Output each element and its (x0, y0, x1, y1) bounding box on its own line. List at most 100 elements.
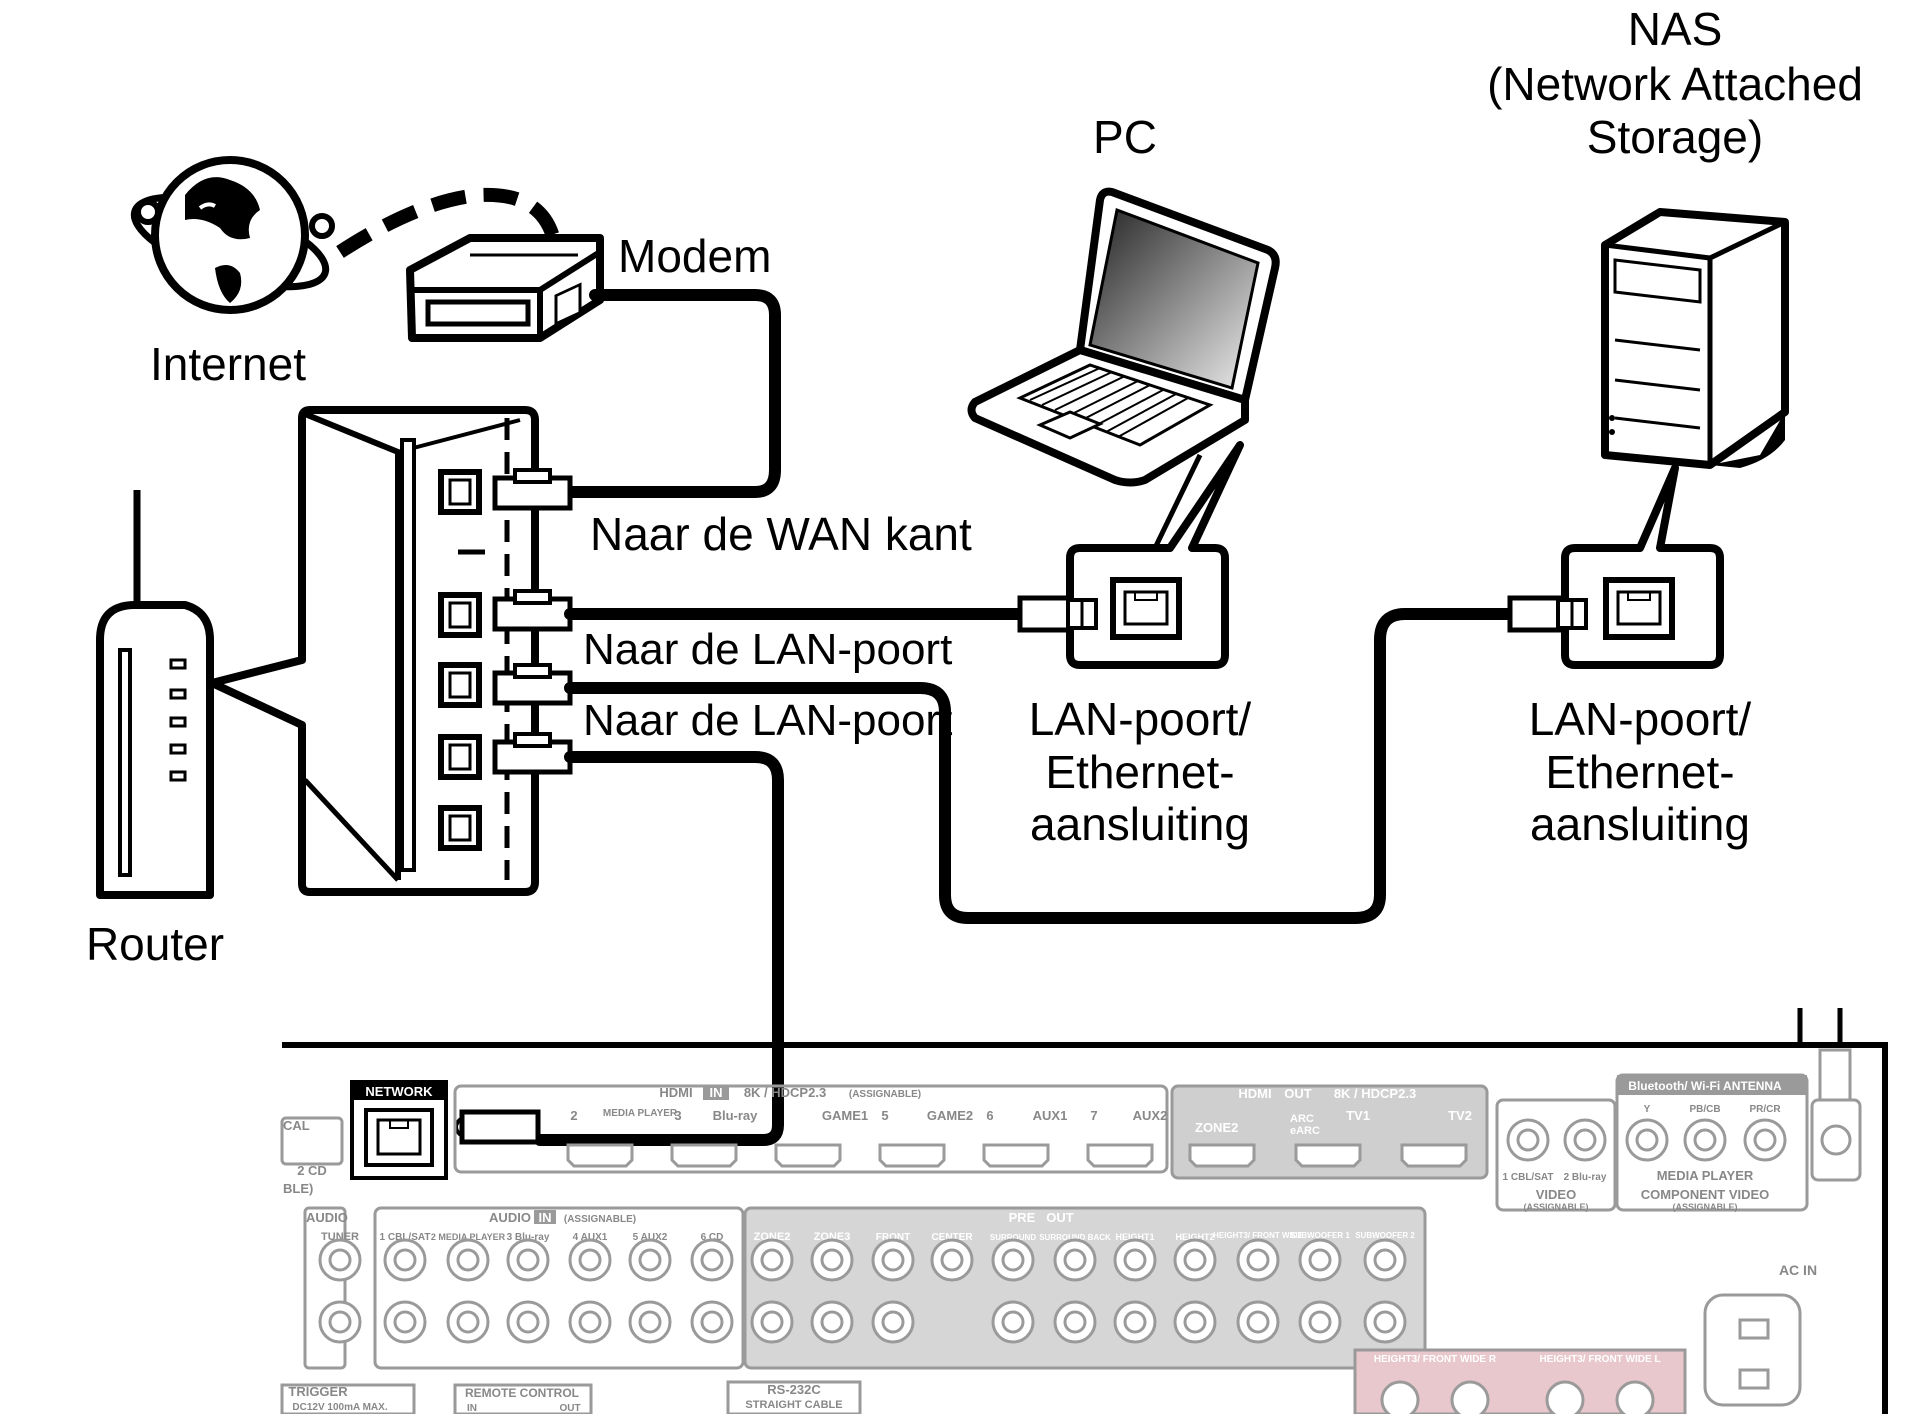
svg-text:6: 6 (986, 1108, 993, 1123)
svg-text:Bluetooth/ Wi-Fi ANTENNA: Bluetooth/ Wi-Fi ANTENNA (1628, 1079, 1782, 1093)
router-port-callout (208, 406, 573, 896)
internet-globe-icon (130, 156, 335, 314)
svg-text:(ASSIGNABLE): (ASSIGNABLE) (1673, 1202, 1738, 1212)
svg-text:GAME1: GAME1 (822, 1108, 868, 1123)
svg-text:OUT: OUT (1046, 1210, 1074, 1225)
nas-cable (564, 608, 1516, 924)
svg-text:5 AUX2: 5 AUX2 (633, 1232, 668, 1243)
pre-out-col-labels: ZONE2 ZONE3 FRONT CENTER SURROUND SURROU… (754, 1231, 1416, 1243)
svg-text:IN: IN (467, 1403, 477, 1414)
svg-text:HDMI: HDMI (1238, 1086, 1271, 1101)
lan-plug-receiver (492, 732, 573, 775)
svg-text:eARC: eARC (1290, 1125, 1320, 1137)
nas-label-2: (Network Attached (1487, 58, 1863, 110)
svg-text:HDMI: HDMI (659, 1085, 692, 1100)
pc-plug (1017, 595, 1098, 633)
svg-text:AUDIO: AUDIO (489, 1210, 531, 1225)
svg-text:2: 2 (570, 1108, 577, 1123)
receiver-rear-panel: NETWORK CAL 2 CD BLE) HDMI IN 8K / HDCP2… (280, 1008, 1888, 1414)
laptop-icon (967, 187, 1280, 487)
svg-text:OUT: OUT (1284, 1086, 1312, 1101)
svg-text:GAME2: GAME2 (927, 1108, 973, 1123)
svg-text:ZONE2: ZONE2 (754, 1231, 791, 1243)
nas-port-callout (1561, 464, 1724, 669)
svg-text:2 MEDIA PLAYER: 2 MEDIA PLAYER (431, 1232, 506, 1242)
pc-port-label-2: Ethernet- (1045, 746, 1234, 798)
svg-text:OUT: OUT (559, 1403, 580, 1414)
svg-text:AUX1: AUX1 (1033, 1108, 1068, 1123)
svg-text:FRONT: FRONT (876, 1232, 910, 1243)
receiver-plug (454, 1109, 541, 1145)
svg-text:(ASSIGNABLE): (ASSIGNABLE) (1524, 1202, 1589, 1212)
svg-text:IN: IN (539, 1210, 552, 1225)
modem-icon (406, 234, 604, 342)
svg-text:AUDIO: AUDIO (306, 1210, 348, 1225)
svg-text:1 CBL/SAT: 1 CBL/SAT (1503, 1172, 1554, 1183)
lan-label-1: Naar de LAN-poort (583, 625, 952, 674)
pc-port-label-3: aansluiting (1030, 798, 1250, 850)
svg-text:STRAIGHT CABLE: STRAIGHT CABLE (745, 1399, 842, 1411)
nas-icon (1601, 208, 1789, 469)
nas-port-label-2: Ethernet- (1545, 746, 1734, 798)
svg-text:3: 3 (674, 1108, 681, 1123)
pc-port-callout (1066, 441, 1244, 669)
svg-text:HEIGHT3/ FRONT WIDE: HEIGHT3/ FRONT WIDE (1213, 1231, 1303, 1240)
svg-text:ZONE2: ZONE2 (1195, 1120, 1238, 1135)
svg-text:SURROUND: SURROUND (990, 1233, 1036, 1242)
svg-text:TV2: TV2 (1448, 1108, 1472, 1123)
router-lan-port-1 (438, 592, 482, 638)
svg-text:HEIGHT2: HEIGHT2 (1175, 1232, 1214, 1242)
svg-text:(ASSIGNABLE): (ASSIGNABLE) (849, 1089, 921, 1100)
lan-plug-pc (492, 589, 573, 632)
pc-port-label-1: LAN-poort/ (1029, 693, 1252, 745)
svg-text:Blu-ray: Blu-ray (713, 1108, 759, 1123)
svg-text:(ASSIGNABLE): (ASSIGNABLE) (564, 1214, 636, 1225)
svg-text:HEIGHT1: HEIGHT1 (1115, 1232, 1154, 1242)
svg-text:1 CBL/SAT: 1 CBL/SAT (380, 1232, 431, 1243)
svg-text:ZONE3: ZONE3 (814, 1231, 851, 1243)
svg-text:VIDEO: VIDEO (1536, 1187, 1576, 1202)
svg-text:CENTER: CENTER (931, 1232, 973, 1243)
svg-text:8K / HDCP2.3: 8K / HDCP2.3 (744, 1085, 826, 1100)
lan-plug-nas (492, 663, 573, 706)
receiver-cable (534, 751, 784, 1146)
svg-text:HEIGHT3/ FRONT WIDE L: HEIGHT3/ FRONT WIDE L (1539, 1354, 1660, 1365)
svg-text:6 CD: 6 CD (701, 1232, 724, 1243)
svg-text:SUBWOOFER 2: SUBWOOFER 2 (1355, 1231, 1415, 1240)
svg-text:PR/CR: PR/CR (1749, 1104, 1781, 1115)
modem-label: Modem (618, 230, 771, 282)
svg-text:7: 7 (1090, 1108, 1097, 1123)
nas-port-label-1: LAN-poort/ (1529, 693, 1752, 745)
router-wan-port (438, 469, 482, 515)
svg-text:5: 5 (881, 1108, 888, 1123)
nas-label-3: Storage) (1587, 111, 1763, 163)
wan-label: Naar de WAN kant (590, 508, 972, 560)
nas-plug (1507, 595, 1588, 633)
svg-text:SUBWOOFER 1: SUBWOOFER 1 (1290, 1231, 1350, 1240)
svg-text:MEDIA PLAYER: MEDIA PLAYER (603, 1108, 678, 1119)
svg-text:MEDIA PLAYER: MEDIA PLAYER (1657, 1168, 1754, 1183)
svg-text:2 CD: 2 CD (297, 1163, 327, 1178)
wan-plug (492, 468, 573, 511)
audio-in-col-labels: TUNER 1 CBL/SAT 2 MEDIA PLAYER 3 Blu-ray… (321, 1231, 723, 1243)
svg-text:ARC: ARC (1290, 1113, 1314, 1125)
svg-text:Y: Y (1644, 1104, 1651, 1115)
wan-cable (559, 289, 781, 498)
svg-text:TV1: TV1 (1346, 1108, 1370, 1123)
svg-text:TUNER: TUNER (321, 1231, 359, 1243)
svg-text:DC12V 100mA MAX.: DC12V 100mA MAX. (292, 1402, 387, 1413)
svg-text:4 AUX1: 4 AUX1 (573, 1232, 608, 1243)
hdmi-in-port-labels: 2 MEDIA PLAYER 3 Blu-ray GAME1 5 GAME2 6… (570, 1108, 1167, 1123)
svg-text:8K / HDCP2.3: 8K / HDCP2.3 (1334, 1086, 1416, 1101)
nas-label-1: NAS (1628, 3, 1723, 55)
svg-text:PB/CB: PB/CB (1689, 1104, 1720, 1115)
svg-text:TRIGGER: TRIGGER (288, 1384, 348, 1399)
svg-text:HEIGHT3/ FRONT WIDE R: HEIGHT3/ FRONT WIDE R (1374, 1354, 1497, 1365)
router-icon (96, 490, 214, 899)
svg-text:SURROUND BACK: SURROUND BACK (1039, 1233, 1111, 1242)
router-label: Router (86, 918, 224, 970)
svg-text:PRE: PRE (1009, 1210, 1036, 1225)
lan-label-2: Naar de LAN-poort (583, 696, 952, 745)
wireless-link (336, 187, 562, 258)
